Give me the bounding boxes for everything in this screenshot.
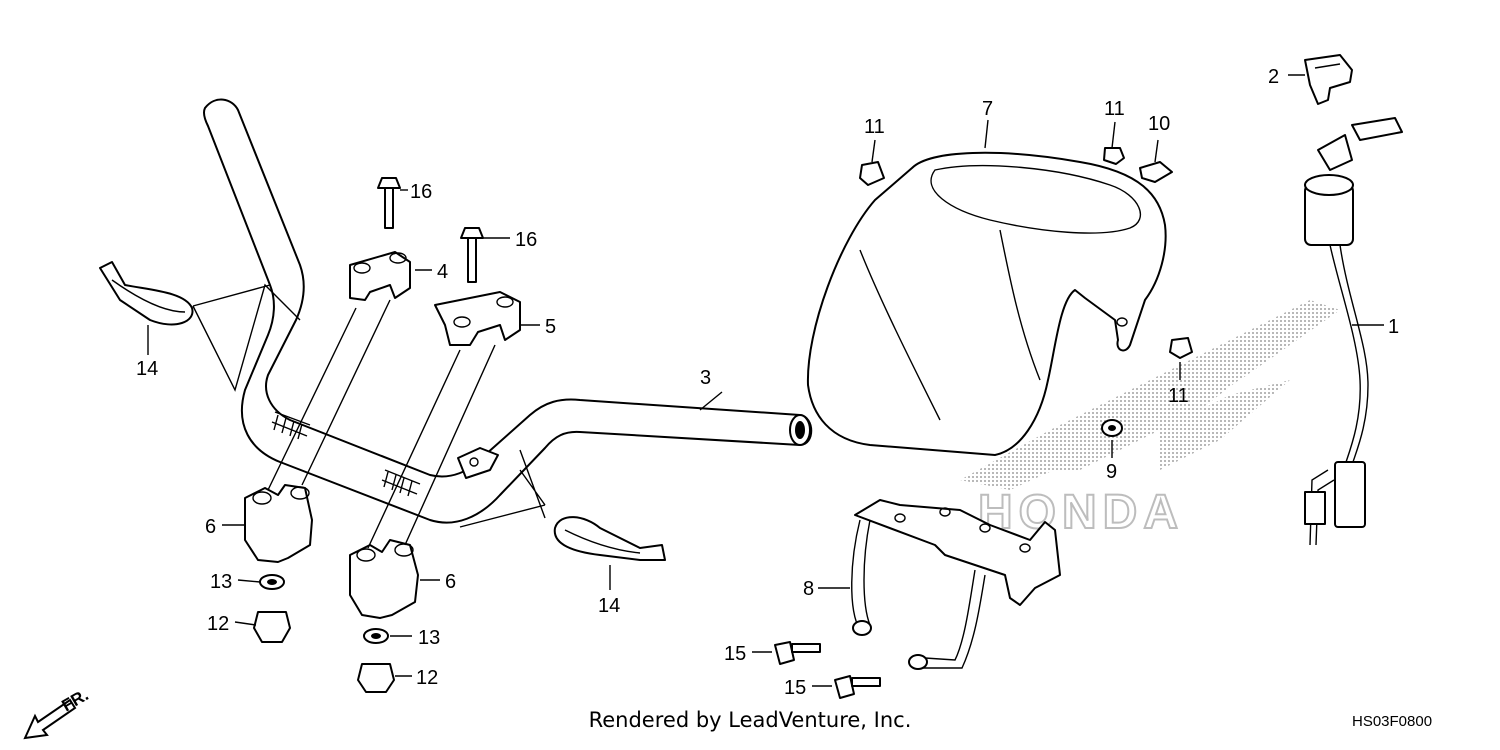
stay-part-8[interactable] [851, 499, 1061, 670]
washer-part-13-b[interactable] [363, 628, 389, 644]
diagram-code: HS03F0800 [1352, 713, 1433, 730]
callout-7: 7 [982, 98, 993, 120]
callout-9: 9 [1106, 461, 1117, 483]
ignition-switch-part-1[interactable] [1304, 117, 1403, 546]
callout-6-b: 6 [445, 571, 456, 593]
handlebar-part-3[interactable] [203, 98, 813, 524]
callout-4: 4 [437, 261, 448, 283]
washer-part-13-a[interactable] [259, 574, 285, 590]
callout-5: 5 [545, 316, 556, 338]
callout-2: 2 [1268, 66, 1279, 88]
callout-13-a: 13 [210, 571, 232, 593]
callout-16-b: 16 [515, 229, 537, 251]
callout-15-a: 15 [724, 643, 746, 665]
callout-11-a: 11 [864, 116, 885, 138]
callout-6-a: 6 [205, 516, 216, 538]
callout-10: 10 [1148, 113, 1170, 135]
callout-11-c: 11 [1168, 385, 1189, 407]
footer-credit: Rendered by LeadVenture, Inc. [588, 708, 912, 732]
callout-11-b: 11 [1104, 98, 1125, 120]
bolt-part-16-b[interactable] [460, 227, 484, 283]
holder-lower-part-6-a[interactable] [244, 484, 313, 563]
cushion-part-10[interactable] [1139, 161, 1173, 183]
key-part-2[interactable] [1304, 54, 1353, 105]
grommet-part-9[interactable] [1101, 419, 1123, 437]
honda-wordmark-watermark: HONDA [978, 486, 1184, 539]
callout-8: 8 [803, 578, 814, 600]
callout-1: 1 [1388, 316, 1399, 338]
holder-lower-part-6-b[interactable] [349, 539, 419, 619]
callout-14-b: 14 [598, 595, 620, 617]
holder-upper-part-4[interactable] [349, 251, 411, 301]
callout-14-a: 14 [136, 358, 158, 380]
bolt-part-16-a[interactable] [377, 177, 401, 229]
bolt-part-15-b[interactable] [834, 675, 881, 699]
callout-13-b: 13 [418, 627, 440, 649]
nut-part-12-a[interactable] [253, 611, 291, 643]
callout-12-b: 12 [416, 667, 438, 689]
callout-15-b: 15 [784, 677, 806, 699]
nut-part-12-b[interactable] [357, 663, 395, 693]
holder-upper-part-5[interactable] [434, 291, 521, 346]
callout-16-a: 16 [410, 181, 432, 203]
clip-part-11-b[interactable] [1103, 147, 1125, 165]
callout-12-a: 12 [207, 613, 229, 635]
band-part-14-a[interactable] [99, 261, 194, 326]
band-part-14-b[interactable] [553, 516, 666, 561]
clip-part-11-a[interactable] [859, 161, 885, 186]
bolt-part-15-a[interactable] [774, 641, 821, 665]
handlebar-cover-part-7[interactable] [806, 151, 1167, 456]
callout-3: 3 [700, 367, 711, 389]
leader-lines [147, 74, 1384, 687]
clip-part-11-c[interactable] [1169, 337, 1193, 359]
